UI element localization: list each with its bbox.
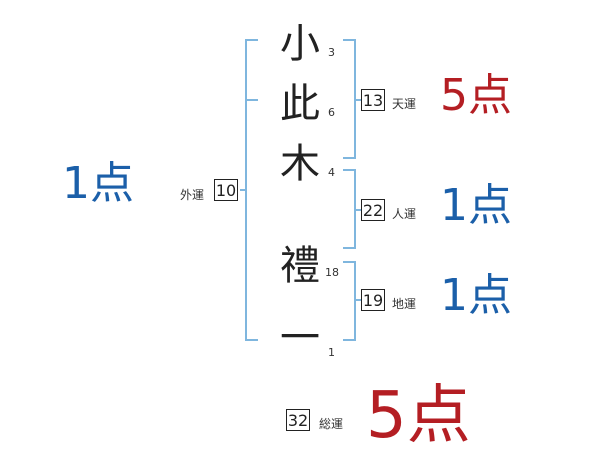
stroke-count-2: 6	[328, 106, 335, 119]
stroke-count-4: 18	[325, 266, 339, 279]
name-char-4: 禮	[280, 243, 320, 289]
gaikaku-score: 1点	[62, 158, 134, 209]
name-char-3: 木	[280, 141, 320, 187]
chikaku-label: 地運	[392, 297, 417, 311]
jinkaku-score: 1点	[440, 180, 512, 231]
chikaku-value-box: 19	[361, 289, 385, 311]
tenkaku-score: 5点	[440, 70, 512, 121]
soukaku-value-box: 32	[286, 409, 310, 431]
jinkaku-label: 人運	[392, 207, 417, 221]
tenkaku-label: 天運	[392, 97, 417, 111]
name-char-2: 此	[280, 81, 320, 127]
soukaku-score: 5点	[366, 379, 471, 453]
name-char-1: 小	[280, 21, 320, 67]
stroke-count-5: 1	[328, 346, 335, 359]
stroke-count-1: 3	[328, 46, 335, 59]
name-char-5: 一	[280, 315, 320, 361]
gaikaku-label: 外運	[180, 188, 205, 202]
chikaku-score: 1点	[440, 270, 512, 321]
stroke-count-3: 4	[328, 166, 335, 179]
soukaku-label: 総運	[319, 417, 344, 431]
gaikaku-value-box: 10	[214, 179, 238, 201]
tenkaku-value-box: 13	[361, 89, 385, 111]
jinkaku-value-box: 22	[361, 199, 385, 221]
